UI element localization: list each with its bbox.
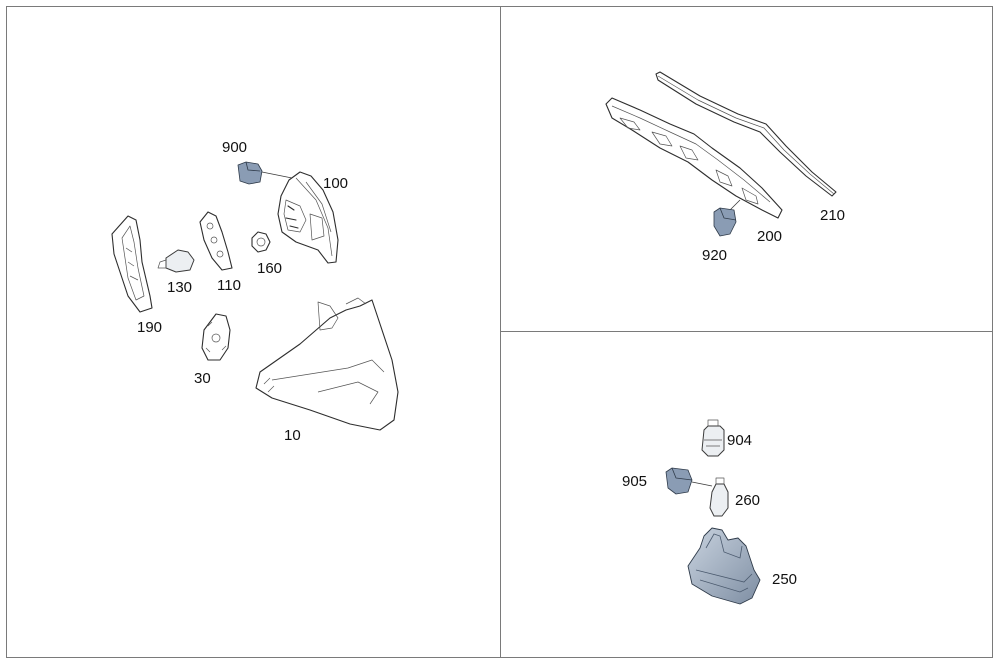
part-200-tailgate-lamp[interactable] (605, 97, 783, 219)
label-250: 250 (772, 571, 797, 588)
panel-bottom-right-frame (500, 331, 993, 658)
label-900: 900 (222, 139, 247, 156)
label-10: 10 (284, 427, 301, 444)
part-160-nut[interactable] (251, 231, 271, 253)
part-110-bulb-holder[interactable] (199, 211, 233, 271)
label-904: 904 (727, 432, 752, 449)
label-30: 30 (194, 370, 211, 387)
panel-top-right-frame (500, 6, 993, 332)
part-190-lamp-carrier[interactable] (111, 215, 153, 313)
part-100-tail-lamp[interactable] (277, 171, 339, 264)
part-210-seal-strip[interactable] (655, 71, 837, 197)
label-130: 130 (167, 279, 192, 296)
panel-left-frame (6, 6, 501, 658)
label-190: 190 (137, 319, 162, 336)
part-920-connector[interactable] (713, 207, 737, 237)
label-260: 260 (735, 492, 760, 509)
label-905: 905 (622, 473, 647, 490)
part-904-socket[interactable] (701, 419, 725, 457)
label-100: 100 (323, 175, 348, 192)
part-905-connector[interactable] (665, 467, 713, 495)
label-110: 110 (217, 277, 241, 294)
label-160: 160 (257, 260, 282, 277)
part-260-bulb[interactable] (709, 477, 729, 517)
part-130-bulb[interactable] (157, 249, 195, 273)
label-920: 920 (702, 247, 727, 264)
panel-bottom-right: 904 905 260 250 (622, 419, 797, 605)
part-250-lamp-unit[interactable] (687, 527, 761, 605)
label-210: 210 (820, 207, 845, 224)
panel-left: 900 100 190 130 (111, 139, 399, 444)
panel-top-right: 210 200 920 (605, 71, 845, 264)
part-30-gasket[interactable] (201, 313, 231, 361)
label-200: 200 (757, 228, 782, 245)
part-900-connector[interactable] (237, 161, 293, 185)
part-10-rear-cover[interactable] (255, 297, 399, 431)
